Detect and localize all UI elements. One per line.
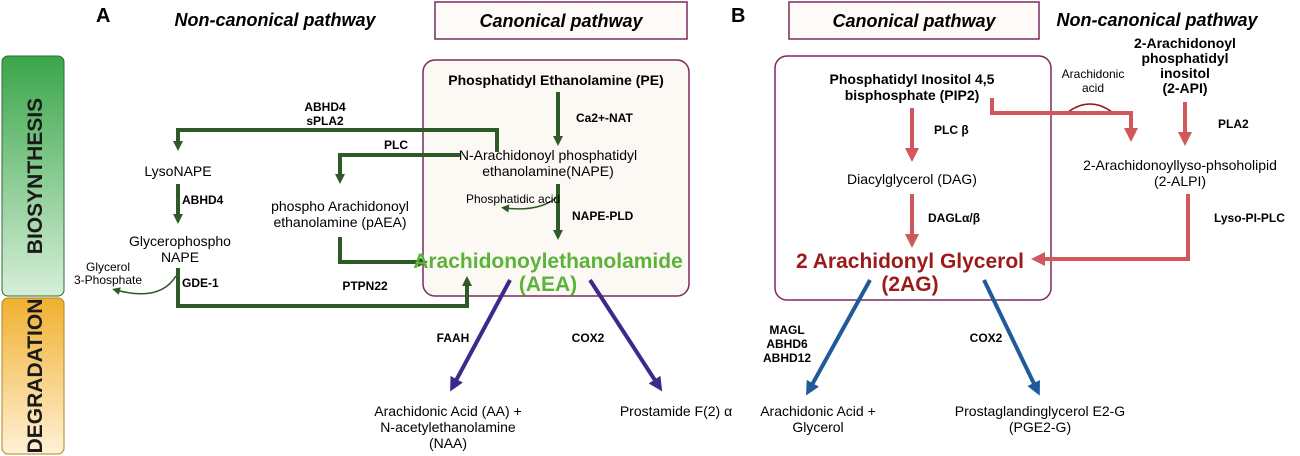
paea-label-2: ethanolamine (pAEA) bbox=[273, 214, 406, 230]
api-label-4: (2-API) bbox=[1162, 80, 1207, 96]
aa-glycerol-label-1: Arachidonic Acid + bbox=[760, 403, 876, 419]
phosphatidic-acid-curve bbox=[501, 197, 557, 213]
aa-label-2: N-acetylethanolamine bbox=[380, 419, 516, 435]
glycerol-label-2: 3-Phosphate bbox=[74, 273, 142, 287]
arrow-aea-to-aa bbox=[450, 279, 512, 392]
arrow-nape-to-lysonape bbox=[173, 128, 499, 152]
aa-label-3: (NAA) bbox=[429, 435, 467, 451]
panel-a-canonical-box bbox=[422, 59, 690, 297]
plc-beta-label: PLC β bbox=[934, 123, 969, 137]
pip2-label-2: bisphosphate (PIP2) bbox=[845, 87, 980, 103]
alpi-label-1: 2-Arachidonoyllyso-phsoholipid bbox=[1083, 157, 1277, 173]
aa-glycerol-label-2: Glycerol bbox=[792, 419, 843, 435]
paea-label-1: phospho Arachidonoyl bbox=[271, 198, 409, 214]
cox2-label-b: COX2 bbox=[970, 331, 1003, 345]
dagl-label: DAGLα/β bbox=[928, 211, 980, 225]
abhd6-label: ABHD6 bbox=[766, 337, 808, 351]
nape-label-1: N-Arachidonoyl phosphatidyl bbox=[459, 147, 637, 163]
alpi-label-2: (2-ALPI) bbox=[1154, 173, 1206, 189]
abhd12-label: ABHD12 bbox=[763, 351, 811, 365]
panel-a-canonical-header: Canonical pathway bbox=[479, 11, 643, 31]
abhd4-label-1: ABHD4 bbox=[304, 100, 346, 114]
spla2-label: sPLA2 bbox=[306, 114, 344, 128]
pge-label-1: Prostaglandinglycerol E2-G bbox=[955, 403, 1125, 419]
arrow-paea-to-aea bbox=[338, 237, 428, 267]
arrow-alpi-to-2ag bbox=[1031, 194, 1190, 266]
arrow-2ag-to-aa-glycerol bbox=[806, 279, 872, 396]
magl-label: MAGL bbox=[769, 323, 804, 337]
panel-b-noncanonical-header: Non-canonical pathway bbox=[1056, 10, 1258, 30]
arrow-aea-to-prostamide bbox=[588, 278, 663, 392]
degradation-label: DEGRADATION bbox=[24, 299, 47, 454]
arrow-nape-to-paea bbox=[335, 153, 460, 184]
aea-label-1: Arachidonoylethanolamide bbox=[413, 250, 683, 273]
ptpn22-label: PTPN22 bbox=[342, 279, 388, 293]
arachidonic-acid-curve bbox=[1067, 103, 1113, 113]
panel-b-canonical-box bbox=[774, 55, 1052, 301]
panel-a-noncanonical-header: Non-canonical pathway bbox=[174, 10, 376, 30]
api-label-1: 2-Arachidonoyl bbox=[1134, 35, 1236, 51]
lyso-pi-plc-label: Lyso-PI-PLC bbox=[1214, 211, 1285, 225]
arrow-gpnape-to-aea bbox=[176, 268, 472, 308]
panel-b-canonical-header-box bbox=[788, 1, 1040, 40]
nape-label-2: ethanolamine(NAPE) bbox=[482, 163, 614, 179]
panel-b-letter: B bbox=[731, 5, 745, 27]
nape-pld-label: NAPE-PLD bbox=[572, 209, 634, 223]
api-label-3: inositol bbox=[1160, 65, 1210, 81]
gp-nape-label-1: Glycerophospho bbox=[129, 233, 231, 249]
arachidonic-acid-label-1: Arachidonic bbox=[1062, 67, 1125, 81]
gp-nape-label-2: NAPE bbox=[161, 249, 199, 265]
aa-label-1: Arachidonic Acid (AA) + bbox=[374, 403, 521, 419]
pip2-label-1: Phosphatidyl Inositol 4,5 bbox=[830, 71, 995, 87]
dag-label: Diacylglycerol (DAG) bbox=[847, 171, 977, 187]
pge-label-2: (PGE2-G) bbox=[1009, 419, 1071, 435]
abhd4-label-2: ABHD4 bbox=[182, 193, 224, 207]
panel-a-letter: A bbox=[96, 5, 110, 27]
ca-nat-label: Ca2+-NAT bbox=[576, 111, 633, 125]
pla2-label: PLA2 bbox=[1218, 117, 1249, 131]
faah-label: FAAH bbox=[437, 331, 470, 345]
lysonape-label: LysoNAPE bbox=[144, 163, 211, 179]
prostamide-label: Prostamide F(2) α bbox=[620, 403, 732, 419]
plc-label: PLC bbox=[384, 138, 408, 152]
2ag-label-1: 2 Arachidonyl Glycerol bbox=[796, 250, 1024, 273]
degradation-bar bbox=[1, 297, 65, 455]
gde1-label: GDE-1 bbox=[182, 276, 219, 290]
panel-b-canonical-header: Canonical pathway bbox=[832, 11, 996, 31]
2ag-label-2: (2AG) bbox=[881, 273, 938, 296]
panel-a-canonical-header-box bbox=[434, 1, 688, 40]
arachidonic-acid-label-2: acid bbox=[1082, 81, 1104, 95]
phosphatidic-acid-label: Phosphatidic acid bbox=[466, 192, 560, 206]
biosynthesis-label: BIOSYNTHESIS bbox=[24, 98, 47, 254]
arrow-2ag-to-pge bbox=[982, 279, 1040, 396]
pe-label: Phosphatidyl Ethanolamine (PE) bbox=[448, 72, 663, 88]
arrow-pip2-to-alpi bbox=[990, 98, 1138, 142]
cox2-label-a: COX2 bbox=[572, 331, 605, 345]
biosynthesis-bar bbox=[1, 55, 65, 297]
api-label-2: phosphatidyl bbox=[1141, 50, 1228, 66]
aea-label-2: (AEA) bbox=[519, 273, 577, 296]
glycerol-label-1: Glycerol bbox=[86, 260, 130, 274]
glycerol-curve bbox=[112, 275, 177, 295]
